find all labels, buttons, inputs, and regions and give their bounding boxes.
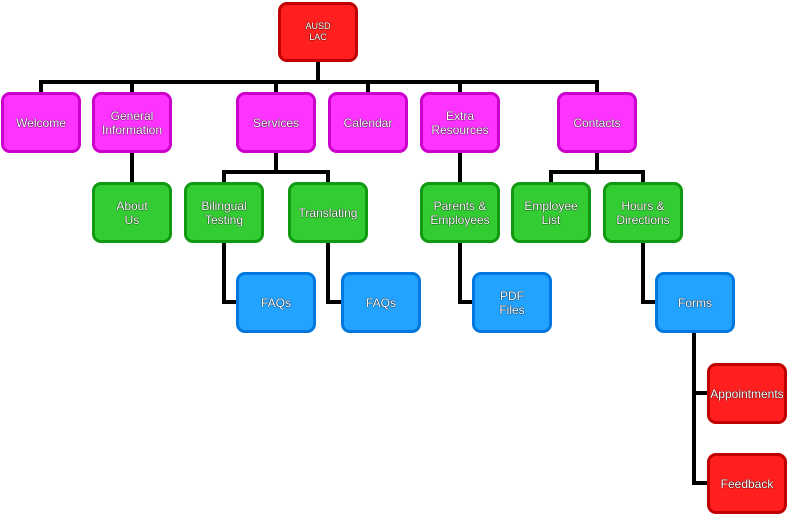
node-ausd-lac: AUSD LAC — [278, 2, 358, 62]
node-label: Translating — [298, 205, 358, 220]
node-label: Appointments — [710, 386, 784, 401]
connector-faqs-2 — [326, 241, 343, 304]
node-label: Parents & Employees — [430, 198, 490, 227]
node-label: FAQs — [260, 295, 291, 310]
node-general-information: General Information — [92, 92, 172, 153]
node-label: AUSD LAC — [305, 21, 331, 42]
node-parents-employees: Parents & Employees — [420, 182, 500, 243]
node-label: Employee List — [524, 198, 578, 227]
node-label: Feedback — [720, 476, 774, 491]
connector-pdf-files — [458, 241, 474, 304]
node-hours-directions: Hours & Directions — [603, 182, 683, 243]
connector-faqs-1 — [222, 241, 238, 304]
node-label: PDF Files — [499, 288, 525, 317]
node-contacts: Contacts — [557, 92, 637, 153]
node-bilingual-testing: Bilingual Testing — [184, 182, 264, 243]
node-faqs-bilingual: FAQs — [236, 272, 316, 333]
node-extra-resources: Extra Resources — [420, 92, 500, 153]
node-welcome: Welcome — [1, 92, 81, 153]
node-services: Services — [236, 92, 316, 153]
node-employee-list: Employee List — [511, 182, 591, 243]
node-label: General Information — [101, 108, 163, 137]
node-label: About Us — [116, 198, 148, 227]
node-faqs-translating: FAQs — [341, 272, 421, 333]
node-label: Hours & Directions — [616, 198, 670, 227]
node-feedback: Feedback — [707, 453, 787, 514]
node-about-us: About Us — [92, 182, 172, 243]
node-label: FAQs — [365, 295, 396, 310]
node-label: Extra Resources — [431, 108, 489, 137]
node-label: Forms — [678, 295, 712, 310]
connector-forms — [641, 241, 657, 304]
node-label: Services — [252, 115, 299, 130]
node-translating: Translating — [288, 182, 368, 243]
node-forms: Forms — [655, 272, 735, 333]
node-appointments: Appointments — [707, 363, 787, 424]
node-pdf-files: PDF Files — [472, 272, 552, 333]
node-label: Contacts — [573, 115, 621, 130]
node-label: Welcome — [16, 115, 66, 130]
node-calendar: Calendar — [328, 92, 408, 153]
node-label: Bilingual Testing — [201, 198, 247, 227]
node-label: Calendar — [343, 115, 393, 130]
